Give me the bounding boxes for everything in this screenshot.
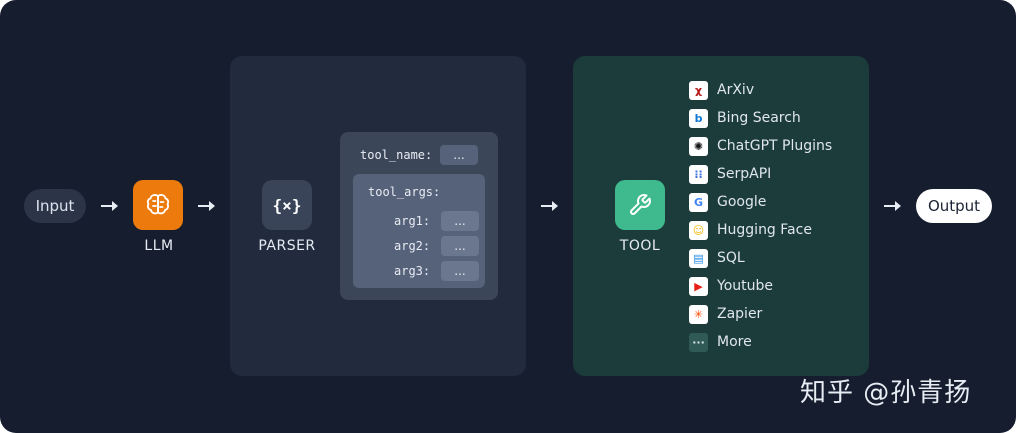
tool-item: χ ArXiv [689, 80, 754, 100]
tool-name: Zapier [717, 306, 763, 322]
brain-icon [133, 180, 183, 230]
arrow-llm-to-parser [198, 200, 215, 212]
tool-item: ✺ ChatGPT Plugins [689, 136, 832, 156]
braces-icon: {×} [262, 180, 312, 230]
tool-item: ☺ Hugging Face [689, 220, 812, 240]
arrow-parser-to-tool [541, 200, 558, 212]
tool-item: b Bing Search [689, 108, 801, 128]
watermark: 知乎 @孙青扬 [800, 378, 972, 408]
zapier-icon: ✳ [689, 304, 708, 324]
huggingface-icon: ☺ [689, 220, 708, 240]
more-icon: ··· [689, 332, 708, 352]
arrow-tool-to-output [884, 200, 901, 212]
arrow-input-to-llm [101, 200, 118, 212]
tool-args-key: tool_args: [368, 185, 441, 199]
tool-name: ArXiv [717, 82, 755, 98]
arg-key: arg2: [394, 239, 431, 253]
serpapi-icon: ⁝⁝ [689, 164, 708, 184]
arg-value: ... [441, 236, 479, 256]
wrench-icon [615, 180, 665, 230]
tool-name: More [717, 334, 752, 350]
tool-label: TOOL [619, 238, 661, 254]
google-icon: G [689, 192, 708, 212]
llm-label: LLM [144, 238, 174, 254]
tool-item: G Google [689, 192, 766, 212]
tool-item: ⁝⁝ SerpAPI [689, 164, 771, 184]
tool-name: Hugging Face [717, 222, 812, 238]
tool-name-key: tool_name: [360, 148, 433, 162]
parser-label: PARSER [258, 238, 316, 254]
tool-item: ✳ Zapier [689, 304, 762, 324]
arxiv-icon: χ [689, 80, 708, 100]
bing-icon: b [689, 108, 708, 128]
arg-value: ... [441, 211, 479, 231]
tool-item: ··· More [689, 332, 752, 352]
arg-key: arg3: [394, 264, 431, 278]
tool-name: SerpAPI [717, 166, 772, 182]
tool-item: ▤ SQL [689, 248, 745, 268]
arg-key: arg1: [394, 214, 431, 228]
output-node: Output [916, 189, 992, 223]
tool-name: SQL [717, 250, 745, 266]
openai-icon: ✺ [689, 136, 708, 156]
tool-name: Youtube [717, 278, 773, 294]
tool-name: Google [717, 194, 767, 210]
arg-value: ... [441, 261, 479, 281]
tool-name-value: ... [440, 145, 478, 165]
tool-name: ChatGPT Plugins [717, 138, 833, 154]
tool-item: ▶ Youtube [689, 276, 773, 296]
sql-icon: ▤ [689, 248, 708, 268]
youtube-icon: ▶ [689, 276, 708, 296]
tool-name: Bing Search [717, 110, 801, 126]
input-node: Input [24, 189, 86, 223]
